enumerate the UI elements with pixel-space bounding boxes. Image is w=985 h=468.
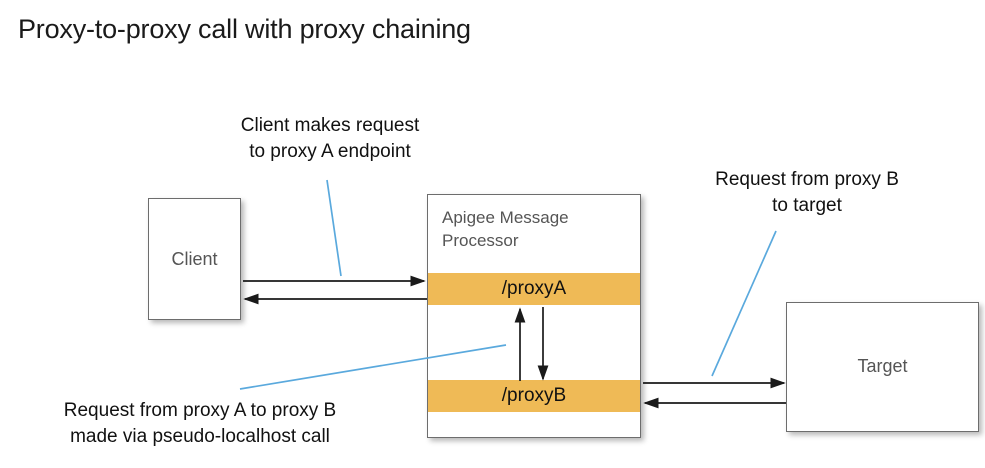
node-message-processor-label: Apigee Message Processor (442, 208, 569, 250)
annotation-chaining-request: Request from proxy A to proxy B made via… (63, 400, 337, 447)
node-client: Client (148, 198, 241, 320)
annotation-client-request: Client makes request to proxy A endpoint (240, 115, 420, 162)
node-target-label: Target (857, 356, 908, 376)
leader-line-target-request (711, 230, 777, 377)
page-title: Proxy-to-proxy call with proxy chaining (18, 14, 471, 44)
annotation-target-request: Request from proxy B to target (715, 169, 899, 216)
leader-line-client-request (326, 179, 342, 277)
node-target: Target (786, 302, 979, 432)
leader-line-chaining-request (239, 344, 507, 390)
node-apigee-message-processor: Apigee Message Processor /proxyA /proxyB (427, 194, 641, 438)
proxy-a-bar: /proxyA (428, 273, 640, 305)
node-client-label: Client (171, 249, 218, 269)
proxy-b-bar: /proxyB (428, 380, 640, 412)
